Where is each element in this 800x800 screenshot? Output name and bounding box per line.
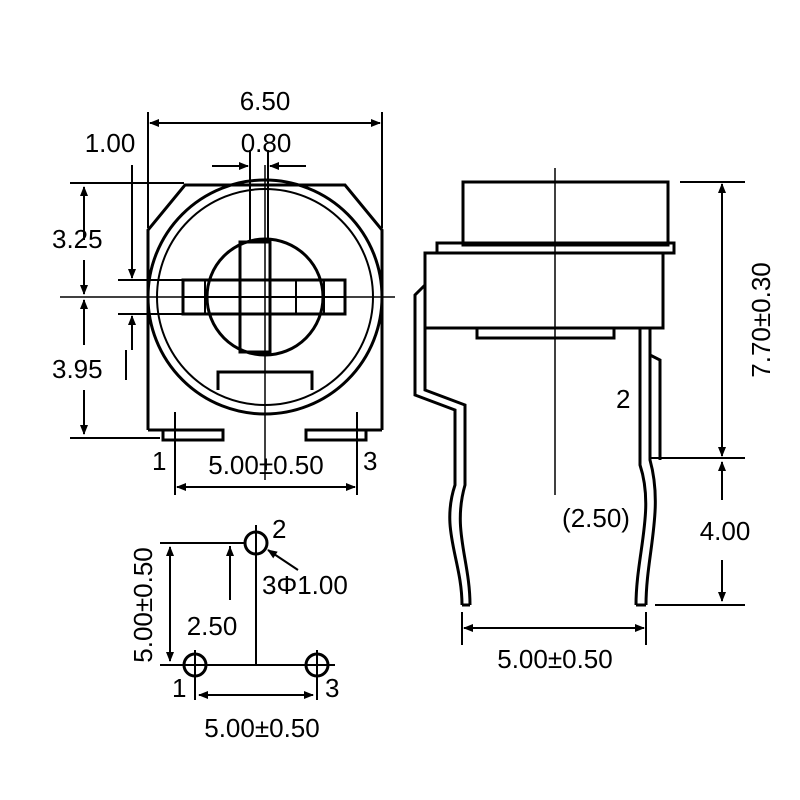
dim-left-label: 1.00 bbox=[85, 128, 136, 158]
footprint-hole-label: 3Φ1.00 bbox=[262, 570, 348, 600]
dim-upper-label: 3.25 bbox=[52, 224, 103, 254]
side-body bbox=[423, 251, 665, 330]
side-height-label: 7.70±0.30 bbox=[746, 262, 776, 377]
footprint-view: 5.00±0.50 2.50 2 3Φ1.00 1 3 5.00±0.50 bbox=[128, 514, 348, 743]
front-pin-3 bbox=[304, 428, 368, 442]
footprint-pin-3-label: 3 bbox=[325, 673, 339, 703]
dim-width-label: 6.50 bbox=[240, 86, 291, 116]
dim-lower-label: 3.95 bbox=[52, 354, 103, 384]
side-knob bbox=[461, 180, 670, 247]
footprint-horizontal-label: 5.00±0.50 bbox=[204, 713, 319, 743]
side-lead-label: 4.00 bbox=[700, 516, 751, 546]
side-right-lead bbox=[634, 328, 648, 606]
side-center-label: (2.50) bbox=[562, 503, 630, 533]
footprint-pin-1-label: 1 bbox=[172, 673, 186, 703]
footprint-offset-label: 2.50 bbox=[187, 611, 238, 641]
front-pin-1 bbox=[161, 428, 225, 442]
side-view: 2 (2.50) 7.70±0.30 4.00 5.00±0.50 bbox=[413, 168, 776, 674]
front-view: 6.50 0.80 1.00 3.25 3.95 1 3 5.00±0.50 bbox=[52, 86, 395, 495]
footprint-pin-2-label: 2 bbox=[272, 514, 286, 544]
side-left-lead bbox=[413, 283, 464, 606]
front-pin-1-label: 1 bbox=[152, 446, 166, 476]
side-base-plate bbox=[475, 326, 616, 340]
side-pin-spacing-label: 5.00±0.50 bbox=[497, 644, 612, 674]
front-pin-3-label: 3 bbox=[363, 446, 377, 476]
dim-slot-label: 0.80 bbox=[241, 128, 292, 158]
front-pin-spacing-label: 5.00±0.50 bbox=[208, 450, 323, 480]
side-pin-2-label: 2 bbox=[616, 384, 630, 414]
footprint-vertical-label: 5.00±0.50 bbox=[128, 547, 158, 662]
